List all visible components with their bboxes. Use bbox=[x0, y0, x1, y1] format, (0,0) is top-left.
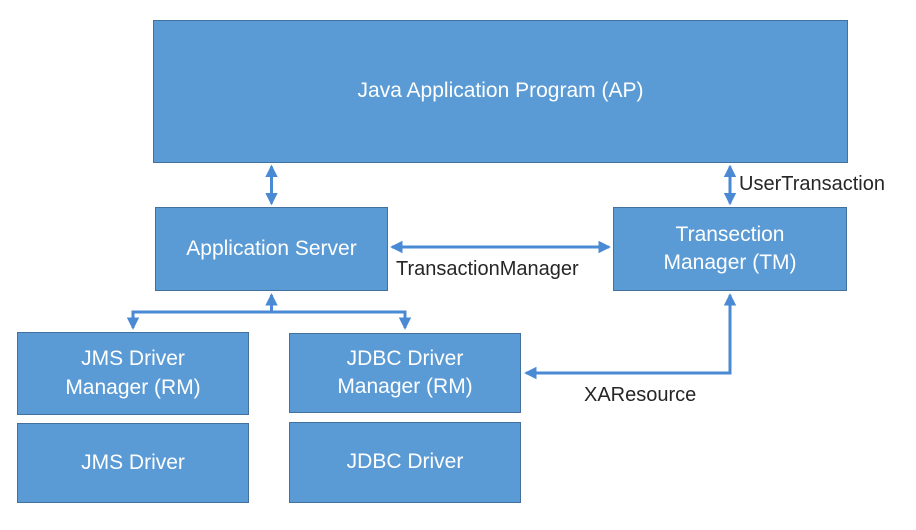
edge-label-xaresource: XAResource bbox=[584, 384, 697, 406]
node-transaction-manager: Transection Manager (TM) bbox=[613, 207, 847, 291]
connector-branch-drivermanagers bbox=[126, 310, 412, 330]
node-jdbc-driver-manager: JDBC Driver Manager (RM) bbox=[289, 333, 521, 413]
node-application-server: Application Server bbox=[155, 207, 388, 291]
connector-tm-jdbcdm bbox=[524, 293, 737, 380]
edge-label-usertransaction: UserTransaction bbox=[739, 173, 885, 195]
node-jms-driver-manager: JMS Driver Manager (RM) bbox=[17, 332, 249, 415]
node-java-application-program: Java Application Program (AP) bbox=[153, 20, 848, 163]
node-jdbc-driver: JDBC Driver bbox=[289, 422, 521, 503]
edge-label-transactionmanager: TransactionManager bbox=[396, 258, 579, 280]
node-jms-driver: JMS Driver bbox=[17, 423, 249, 503]
